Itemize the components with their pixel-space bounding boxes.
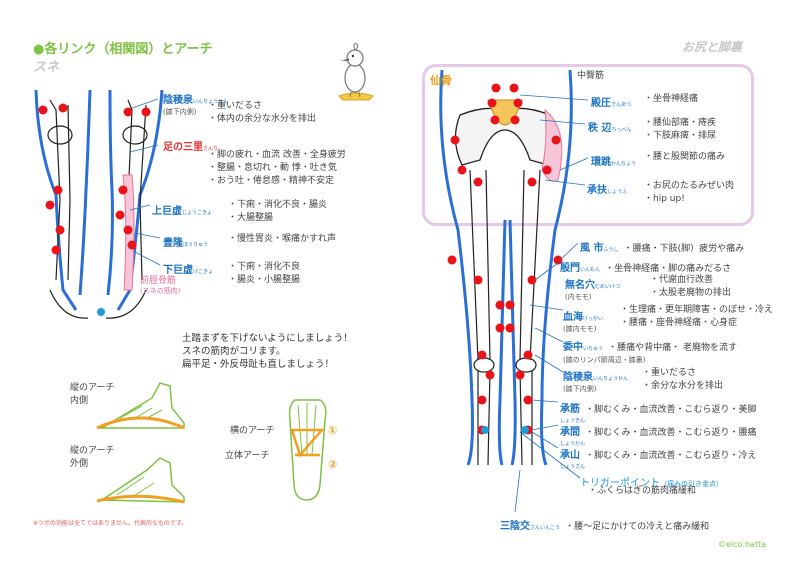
foot-top-view (288, 399, 327, 501)
ashisanri-line-1: ・脚の疲れ・血流 改善・全身疲労 (208, 150, 346, 160)
arch-outer-label-1: 縦のアーチ (70, 446, 115, 456)
kekkai-line-1: ・生理痛・更年期障害・のぼせ・冷え (620, 305, 774, 315)
arch-transverse-label: 横のアーチ (230, 426, 275, 436)
outer-arch-foot (96, 457, 185, 504)
point-chippen: 秩 辺ちっぺん (588, 123, 632, 134)
ashisanri-line-2: ・整腸・息切れ・動 悸・吐き気 (208, 163, 337, 173)
point-shozan: 承山 ・脚むくみ・血流改善・こむら返り・冷え しょうざん (560, 450, 757, 470)
right-title: お尻と脚裏 (682, 40, 743, 54)
point-jokokyo: 上巨虚じょうこきょ (152, 206, 213, 217)
left-subtitle: スネ (33, 60, 60, 75)
kekkai-line-2: ・腰痛・座骨神経痛・心身症 (620, 318, 738, 328)
point-trigger: トリガーポイント（痛みの引き金点） (580, 478, 723, 489)
point-fushi: 風 市ふうし ・腰痛・下肢(脚）疲労や痛み (580, 243, 745, 254)
point-inryousen-left: 陰稜泉いんりょうせん (膝下内側) (163, 95, 229, 116)
shin-legs-diagram (34, 90, 164, 319)
horyu-line-1: ・慢性胃炎・喉痛かすれ声 (228, 234, 337, 244)
bird-illustration (338, 43, 374, 101)
shofu-line-1: ・お尻のたるみぜい肉 (644, 181, 735, 191)
chippen-line-2: ・下肢麻痺・排尿 (644, 131, 717, 141)
mumei-line-2: ・太股老廃物の排出 (650, 288, 732, 298)
inryousen-right-line-1: ・重いだるさ (642, 368, 697, 378)
arch-inner-label-2: 内側 (70, 396, 89, 406)
point-inmon: 殷門いんもん ・坐骨神経痛・脚の痛みだるさ (560, 263, 732, 274)
left-title: ●各リンク（相関図）とアーチ (33, 42, 213, 57)
footnote: ※ツボの効能は全てではありません。代表的なものです。 (33, 520, 188, 527)
chippen-line-1: ・腰仙部痛・痔疾 (644, 118, 717, 128)
label-gluteus-medius: 中臀筋 (577, 71, 605, 81)
label-muscle: 前脛骨筋 (スネの筋肉) (140, 276, 181, 295)
point-ashisanri: 足の三里さんり (163, 142, 219, 153)
jokokyo-line-1: ・下痢・消化不良・腸炎 (228, 200, 328, 210)
back-legs-diagram (439, 70, 573, 466)
kanchou-line-1: ・腰と股関節の痛み (644, 152, 726, 162)
arch-outer-label-2: 外側 (70, 459, 89, 469)
jokokyo-line-2: ・大腸整腸 (228, 213, 274, 223)
arch-3d-label: 立体アーチ (225, 451, 270, 461)
arch-num-2: ② (328, 458, 338, 471)
shofu-line-2: ・hip up! (644, 194, 685, 204)
inryousen-line-2: ・体内の余分な水分を排出 (208, 114, 317, 124)
inryousen-right-line-2: ・余分な水分を排出 (642, 381, 724, 391)
note-line-1: 土踏まずを下げないようにしましょう！ (182, 333, 353, 344)
copyright: ©eico hatta (718, 540, 767, 549)
point-shokin: 承筋 ・脚むくみ・血流改善・こむら返り・美脚 しょうきん (560, 404, 757, 424)
point-kanchou: 環跳かんちょう (591, 157, 637, 168)
note-line-3: 扁平足・外反母趾も直しましょう！ (182, 359, 335, 370)
mumei-line-1: ・代謝血行改善 (650, 275, 714, 285)
denatsu-line-1: ・坐骨神経痛 (644, 94, 699, 104)
gekokyo-line-1: ・下痢・消化不良 (228, 262, 301, 272)
label-sacrum: 仙骨 (430, 74, 452, 87)
arch-inner-label-1: 縦のアーチ (70, 383, 115, 393)
point-denatsu: 殿圧でんあつ (591, 98, 632, 109)
point-sanin: 三陰交さんいんこう ・腰〜足にかけての冷えと痛み緩和 (500, 521, 710, 532)
note-line-2: スネの筋肉がコリます。 (182, 346, 286, 357)
arch-num-1: ① (328, 424, 338, 437)
inner-arch-foot (96, 382, 185, 430)
gekokyo-line-2: ・腸炎・小腸整腸 (228, 275, 301, 285)
point-horyu: 豊隆ほうりゅう (163, 238, 209, 249)
point-mumei: 無名穴むめいけつ (内モモ) (565, 280, 621, 301)
ashisanri-line-3: ・おう吐・倦怠感・精神不安定 (208, 176, 335, 186)
point-ichu: 委中いちゅう ・腰痛や背中痛・ 老廃物を流す (膝のリンパ節周辺・膝裏) (563, 342, 737, 364)
inryousen-line-1: ・重いだるさ (208, 101, 263, 111)
point-gekokyo: 下巨虚げこきょ (163, 265, 214, 276)
point-shofu: 承扶しょうふ (587, 185, 628, 196)
trigger-text: ・ふくらはぎの筋肉痛緩和 (588, 486, 697, 496)
hip-frame (422, 64, 754, 226)
point-shokan: 承間 ・脚むくみ・血流改善・こむら返り・腰痛 しょうかん (560, 427, 757, 447)
point-inryousen-right: 陰稜泉いんりょうせん (膝下内側) (563, 372, 629, 393)
point-kekkai: 血海けっかい (膝内モモ) (563, 312, 604, 333)
